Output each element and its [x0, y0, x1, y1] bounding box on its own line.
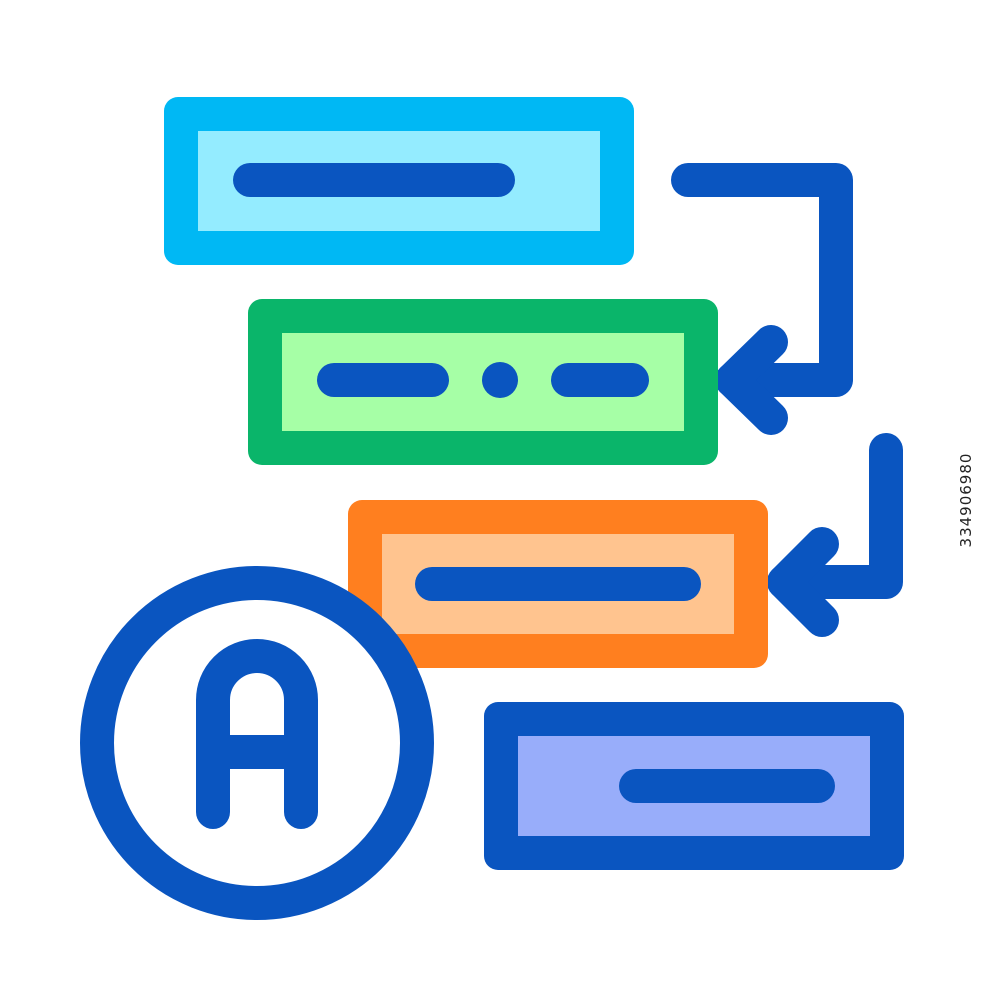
connector-arrow-1: [671, 163, 853, 435]
step-box-3: [348, 500, 768, 668]
connector-2-arrowhead: [767, 527, 839, 637]
stock-id-label: 334906980: [957, 452, 975, 548]
step-box-2-dot: [482, 362, 518, 398]
step-box-2: [248, 299, 718, 465]
letter-a-badge: A: [80, 566, 434, 920]
connector-2-path: [767, 433, 903, 599]
badge-letter-glyph: [196, 639, 318, 829]
connector-1-path: [671, 163, 853, 397]
step-box-4: [484, 702, 904, 870]
connector-arrow-2: [767, 433, 903, 637]
connector-1-arrowhead: [715, 325, 788, 435]
step-box-1: [164, 97, 634, 265]
